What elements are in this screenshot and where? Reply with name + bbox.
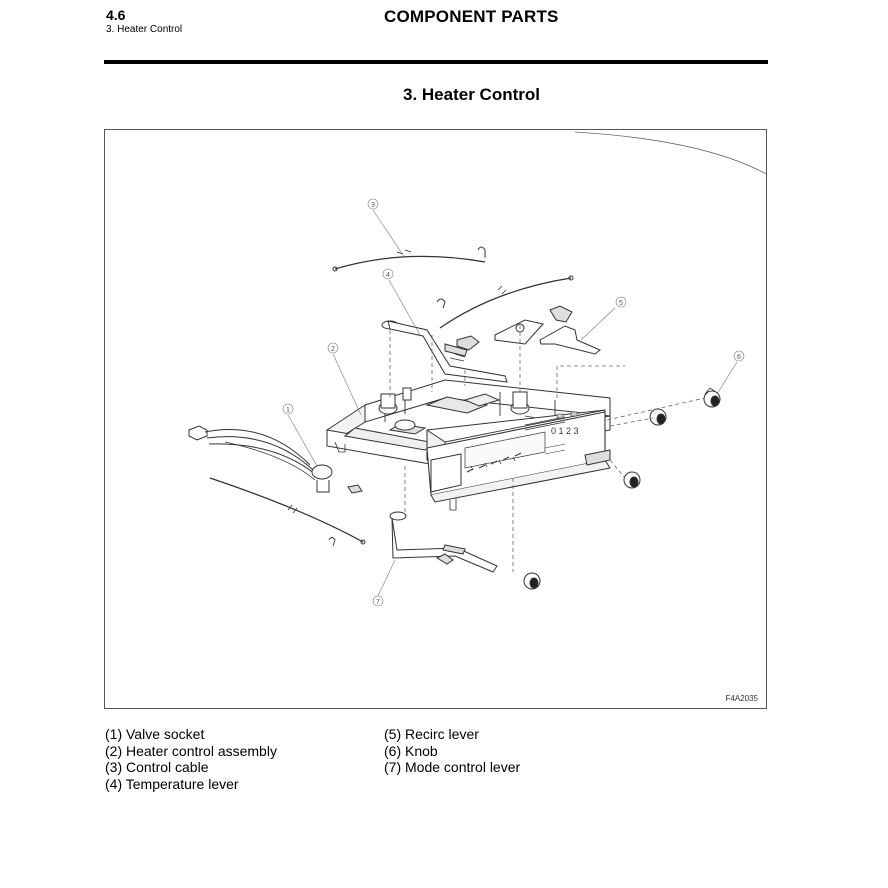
header-rule: [104, 60, 768, 64]
callout-7: 7: [372, 595, 384, 607]
callout-6: 6: [733, 350, 745, 362]
header-title: COMPONENT PARTS: [384, 7, 559, 26]
control-cable-lower: [209, 477, 366, 547]
heater-control-assembly: [326, 379, 611, 465]
legend-item-mode-control-lever: (7) Mode control lever: [384, 759, 521, 775]
svg-text:1: 1: [286, 407, 290, 414]
recirc-lever: [456, 305, 601, 355]
mode-control-lever: [389, 511, 498, 573]
legend-item-recirc-lever: (5) Recirc lever: [384, 726, 479, 742]
legend-right: (5) Recirc lever (6) Knob (7) Mode contr…: [384, 726, 520, 776]
legend-item-knob: (6) Knob: [384, 742, 438, 759]
knob-upper-right: [703, 387, 721, 408]
legend-item-control-cable: (3) Control cable: [105, 759, 209, 775]
svg-text:3: 3: [371, 202, 375, 209]
svg-text:2: 2: [331, 346, 335, 353]
panel-digits: 0 1 2 3: [551, 426, 579, 436]
callout-5: 5: [615, 296, 627, 308]
svg-text:4: 4: [386, 272, 390, 279]
legend-left: (1) Valve socket (2) Heater control asse…: [105, 726, 277, 792]
knob-bottom: [523, 572, 541, 590]
legend-item-temperature-lever: (4) Temperature lever: [105, 775, 239, 792]
section-number: 4.6: [106, 7, 126, 23]
legend-item-heater-control-assembly: (2) Heater control assembly: [105, 742, 277, 759]
temperature-lever: [381, 320, 508, 383]
legend-item-valve-socket: (1) Valve socket: [105, 726, 205, 742]
figure-code: F4A2035: [725, 694, 758, 703]
page-title: 3. Heater Control: [403, 85, 540, 104]
callout-2: 2: [327, 342, 339, 354]
exploded-view-figure: 0 1 2 3: [104, 129, 767, 709]
section-subtitle: 3. Heater Control: [106, 24, 183, 35]
callout-4: 4: [382, 268, 394, 280]
knob-middle-right: [649, 408, 667, 426]
callout-leaders: [287, 209, 738, 597]
callout-markers: 1 2 3 4 5 6 7: [282, 198, 745, 607]
svg-text:5: 5: [619, 300, 623, 307]
valve-socket-harness: [188, 425, 363, 494]
control-faceplate: 0 1 2 3: [334, 409, 611, 511]
control-cable-middle: [436, 275, 574, 329]
callout-3: 3: [367, 198, 379, 210]
control-cable-upper: [332, 246, 486, 272]
svg-text:6: 6: [737, 354, 741, 361]
page-curve-line: [574, 131, 766, 175]
svg-text:7: 7: [376, 599, 380, 606]
dashed-assembly-lines: [389, 325, 706, 572]
heater-control-diagram: 0 1 2 3: [188, 131, 766, 597]
callout-1: 1: [282, 403, 294, 415]
knob-lower-right: [623, 471, 641, 489]
